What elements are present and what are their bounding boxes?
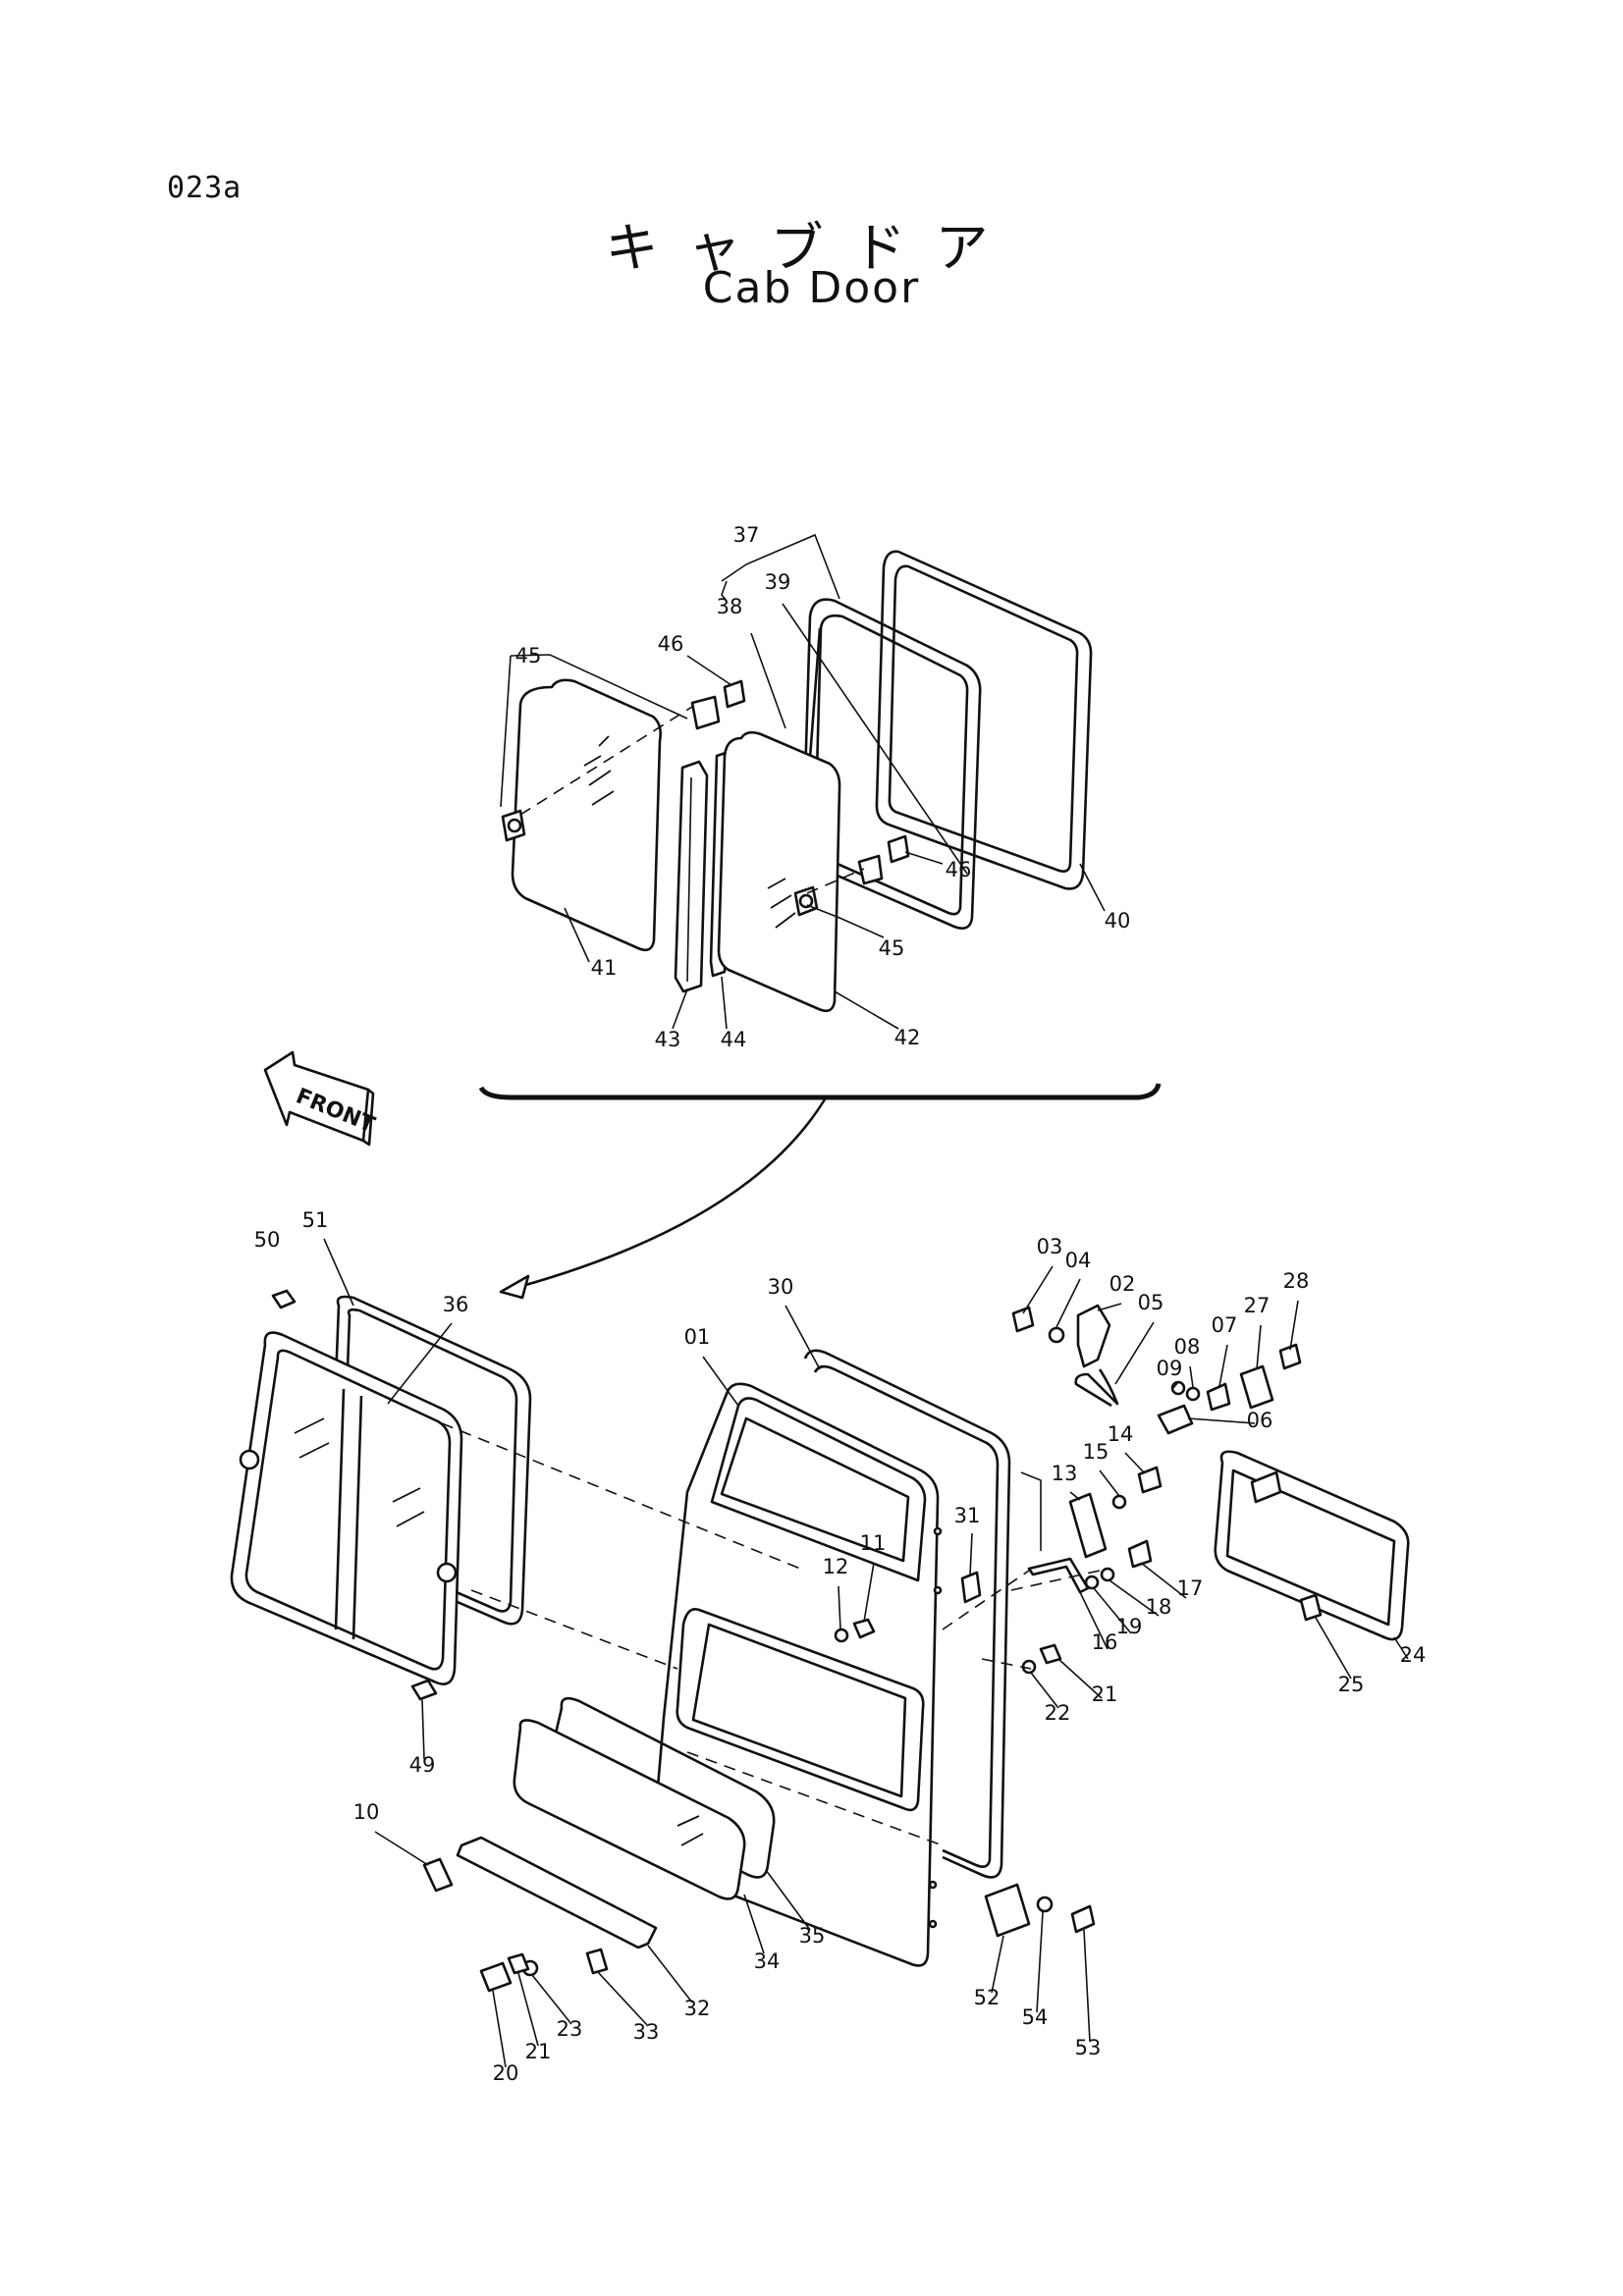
part-34-lower-glass	[513, 1719, 746, 1900]
callout-41: 41	[591, 956, 618, 980]
callout-06: 06	[1247, 1409, 1273, 1432]
part-32-bar	[456, 1836, 658, 1949]
callout-15: 15	[1083, 1440, 1109, 1464]
callout-37: 37	[733, 523, 760, 547]
callout-49: 49	[409, 1753, 436, 1777]
callout-44: 44	[721, 1028, 747, 1051]
part-05-rod	[1074, 1368, 1119, 1408]
title-japanese: キャブドア	[605, 217, 1018, 279]
part-46a-bolt	[723, 679, 746, 709]
callout-33: 33	[633, 2020, 660, 2044]
page-code: 023a	[167, 171, 243, 205]
part-02-handle	[1076, 1304, 1111, 1368]
front-arrow: FRONT	[263, 1050, 378, 1147]
callout-07: 07	[1212, 1313, 1238, 1337]
part-43-channel	[674, 760, 709, 993]
callout-19: 19	[1116, 1615, 1143, 1638]
callout-11: 11	[860, 1531, 887, 1555]
callout-42: 42	[894, 1026, 921, 1049]
callout-32: 32	[684, 1997, 711, 2020]
part-21b-nut	[507, 1952, 530, 1975]
part-04-washer	[1048, 1326, 1065, 1344]
callout-36: 36	[443, 1293, 469, 1316]
part-07-bolt	[1206, 1382, 1231, 1412]
callout-35: 35	[799, 1924, 826, 1948]
part-25-clip	[1299, 1593, 1323, 1622]
part-36-glass-frame	[230, 1331, 463, 1685]
callout-34: 34	[754, 1949, 781, 1973]
callout-51: 51	[302, 1208, 329, 1232]
callout-46b: 46	[946, 858, 972, 881]
part-10-hook	[422, 1857, 454, 1893]
part-20-hook	[479, 1961, 513, 1993]
callout-02: 02	[1109, 1272, 1136, 1296]
callout-03: 03	[1037, 1235, 1063, 1258]
part-30-door-seal	[803, 1349, 1011, 1879]
part-40-outer-seal	[875, 550, 1093, 890]
upper-window-assembly	[500, 533, 1106, 1030]
callout-25: 25	[1338, 1673, 1365, 1696]
callout-39: 39	[765, 570, 791, 594]
part-52-hinge	[984, 1883, 1031, 1938]
callout-21a: 21	[1092, 1682, 1118, 1706]
callout-52: 52	[974, 1986, 1001, 2009]
callout-40: 40	[1105, 909, 1131, 933]
lower-door-assembly	[230, 1238, 1410, 2068]
part-14-bolt	[1137, 1466, 1163, 1494]
callout-54: 54	[1022, 2005, 1049, 2029]
part-41-glass	[511, 678, 662, 952]
callout-05: 05	[1138, 1291, 1164, 1314]
callout-09: 09	[1157, 1357, 1183, 1380]
callout-28: 28	[1283, 1269, 1310, 1293]
callout-17: 17	[1177, 1576, 1204, 1600]
callout-50: 50	[254, 1228, 281, 1252]
part-42-glass	[717, 730, 841, 1013]
part-27-handle	[1239, 1364, 1274, 1410]
part-39-frame	[801, 598, 982, 930]
callout-27: 27	[1244, 1294, 1271, 1317]
part-49-stop	[410, 1679, 438, 1701]
callout-21b: 21	[525, 2040, 552, 2063]
callout-01: 01	[684, 1325, 711, 1349]
part-54-washer	[1036, 1896, 1054, 1913]
callout-14: 14	[1108, 1422, 1134, 1446]
callout-10: 10	[353, 1800, 380, 1824]
title-english: Cab Door	[702, 263, 921, 313]
callout-08: 08	[1174, 1335, 1201, 1359]
callout-13: 13	[1052, 1462, 1078, 1485]
part-50-stop	[271, 1289, 297, 1309]
callout-31: 31	[954, 1504, 981, 1527]
callout-45a: 45	[515, 644, 542, 667]
callout-38: 38	[717, 595, 743, 618]
part-12-washer	[834, 1628, 849, 1643]
part-46b-bolt	[887, 834, 910, 864]
part-03-bolt	[1011, 1306, 1035, 1333]
part-15-washer	[1111, 1494, 1127, 1510]
assembly-arrow	[500, 1098, 827, 1294]
callout-24: 24	[1400, 1643, 1427, 1667]
assembly-bracket	[478, 1083, 1162, 1100]
callout-20: 20	[493, 2061, 519, 2085]
part-53-bolt	[1070, 1904, 1096, 1934]
callout-04: 04	[1065, 1249, 1092, 1272]
part-17-bolt	[1127, 1539, 1153, 1569]
callout-53: 53	[1075, 2036, 1102, 2059]
part-33-knob	[585, 1948, 609, 1975]
part-21a-nut	[1039, 1643, 1062, 1665]
callout-22: 22	[1045, 1701, 1071, 1725]
callout-43: 43	[655, 1028, 681, 1051]
part-06-bracket	[1157, 1404, 1194, 1435]
callout-12: 12	[823, 1555, 849, 1578]
callout-16: 16	[1092, 1630, 1118, 1654]
callout-30: 30	[768, 1275, 794, 1299]
part-13-plate	[1068, 1492, 1108, 1559]
callout-18: 18	[1146, 1595, 1172, 1619]
callout-23: 23	[557, 2017, 583, 2041]
callout-46a: 46	[658, 632, 684, 656]
callout-45b: 45	[879, 936, 905, 960]
part-31-striker	[960, 1571, 982, 1604]
